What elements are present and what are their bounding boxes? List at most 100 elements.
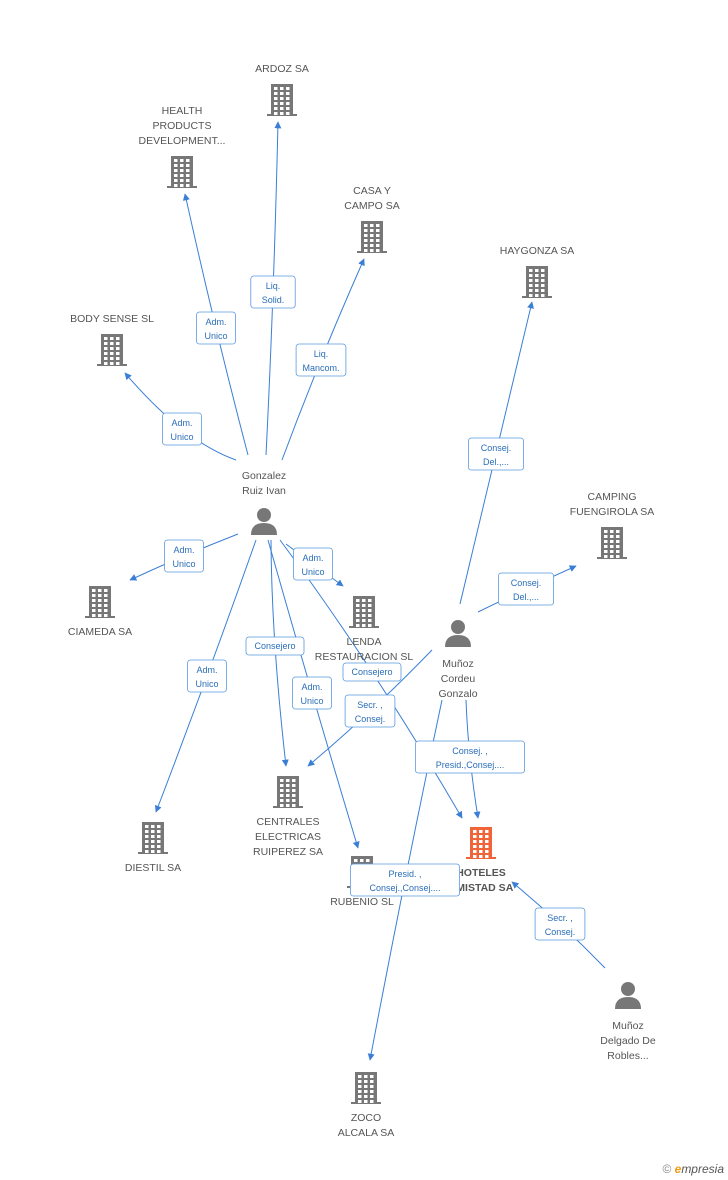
edge-label-text: Consejero xyxy=(351,667,392,677)
edge-label-text: Unico xyxy=(170,432,193,442)
edge-label-gonzalez-to-centrales[interactable]: Consejero xyxy=(245,636,305,656)
edge-label-text: Consej.,Consej.... xyxy=(369,883,440,893)
node-label: Gonzalo xyxy=(438,688,477,700)
building-icon xyxy=(466,827,496,859)
edge-label-box xyxy=(497,572,554,606)
edge-label-box xyxy=(293,547,333,581)
edge-label-text: Secr. , xyxy=(357,700,383,710)
node-zoco[interactable]: ZOCO ALCALA SA xyxy=(338,1072,395,1139)
edge-label-box xyxy=(467,437,524,471)
node-body[interactable]: BODY SENSE SL xyxy=(70,313,154,366)
node-label: LENDA xyxy=(346,636,381,648)
brand-name: mpresia xyxy=(681,1162,724,1176)
node-label: AMISTAD SA xyxy=(449,882,514,894)
node-label: Muñoz xyxy=(442,658,474,670)
edge-label-text: Consej. xyxy=(355,714,386,724)
edge-label-text: Secr. , xyxy=(547,913,573,923)
building-icon xyxy=(138,822,168,854)
building-icon xyxy=(357,221,387,253)
node-ardoz[interactable]: ARDOZ SA xyxy=(255,63,309,116)
edge-label-box xyxy=(196,311,236,345)
node-label: ALCALA SA xyxy=(338,1127,395,1139)
edge-label-text: Consej. xyxy=(545,927,576,937)
edge-label-gonzalez-to-hoteles[interactable]: Consejero xyxy=(342,662,402,682)
building-icon xyxy=(267,84,297,116)
edge-label-box xyxy=(295,343,347,377)
edge-label-text: Unico xyxy=(172,559,195,569)
edge-label-box xyxy=(414,740,525,774)
edge-label-munoz_delgado-to-hoteles[interactable]: Secr. , Consej. xyxy=(534,907,586,941)
edge-label-text: Unico xyxy=(204,331,227,341)
person-icon xyxy=(445,620,471,647)
node-centrales[interactable]: CENTRALES ELECTRICAS RUIPEREZ SA xyxy=(253,776,323,858)
node-label: Gonzalez xyxy=(242,470,286,482)
edge-label-text: Presid. , xyxy=(388,869,421,879)
edge-label-gonzalez-to-diestil[interactable]: Adm. Unico xyxy=(187,659,227,693)
node-label: CIAMEDA SA xyxy=(68,626,132,638)
person-icon xyxy=(251,508,277,535)
building-icon xyxy=(97,334,127,366)
node-label: Ruiz Ivan xyxy=(242,485,286,497)
edge-label-text: Adm. xyxy=(301,682,322,692)
edge-label-gonzalez-to-health[interactable]: Adm.Unico xyxy=(196,311,236,345)
edge-label-text: Adm. xyxy=(171,418,192,428)
edge-label-text: Unico xyxy=(301,567,324,577)
node-label: HAYGONZA SA xyxy=(500,245,575,257)
node-diestil[interactable]: DIESTIL SA xyxy=(125,822,181,874)
edge-label-munoz_cordeu-to-centrales[interactable]: Secr. , Consej. xyxy=(344,694,396,728)
building-icon xyxy=(349,596,379,628)
edge-label-gonzalez-to-lenda[interactable]: Adm.Unico xyxy=(293,547,333,581)
edge-label-munoz_cordeu-to-haygonza[interactable]: Consej.Del.,... xyxy=(467,437,524,471)
node-label: ZOCO xyxy=(351,1112,381,1124)
node-ciameda[interactable]: CIAMEDA SA xyxy=(68,586,132,638)
node-label: CAMPO SA xyxy=(344,200,399,212)
node-label: PRODUCTS xyxy=(153,120,212,132)
footer-brand[interactable]: © empresia xyxy=(662,1162,724,1176)
edge-label-text: Liq. xyxy=(314,349,329,359)
edge-label-text: Consej. xyxy=(511,578,542,588)
node-label: DEVELOPMENT... xyxy=(139,135,226,147)
node-label: FUENGIROLA SA xyxy=(570,506,655,518)
edge-label-gonzalez-to-body[interactable]: Adm. Unico xyxy=(162,412,202,446)
node-label: CENTRALES xyxy=(256,816,319,828)
edge-label-text: Consej. , xyxy=(452,746,488,756)
edge-label-box xyxy=(349,863,460,897)
edge-label-gonzalez-to-ciameda[interactable]: Adm. Unico xyxy=(164,539,204,573)
node-casa[interactable]: CASA Y CAMPO SA xyxy=(344,185,400,253)
edge-label-text: Mancom. xyxy=(302,363,339,373)
node-haygonza[interactable]: HAYGONZA SA xyxy=(500,245,575,298)
edge-label-gonzalez-to-rubenio[interactable]: Adm.Unico xyxy=(292,676,332,710)
building-icon xyxy=(273,776,303,808)
node-label: RUIPEREZ SA xyxy=(253,846,323,858)
edge-label-text: Unico xyxy=(195,679,218,689)
node-label: Delgado De xyxy=(600,1035,656,1047)
edge-label-text: Adm. xyxy=(196,665,217,675)
node-label: HEALTH xyxy=(162,105,203,117)
node-health[interactable]: HEALTH PRODUCTS DEVELOPMENT... xyxy=(139,105,226,188)
node-label: ARDOZ SA xyxy=(255,63,309,75)
edge-label-text: Solid. xyxy=(262,295,285,305)
node-label: Cordeu xyxy=(441,673,476,685)
edge-label-text: Adm. xyxy=(173,545,194,555)
nodes-layer: ARDOZ SA HEALTH PRODUCTS DEVELOPMENT... CASA… xyxy=(68,63,656,1139)
edge-label-box xyxy=(342,662,402,682)
node-label: Muñoz xyxy=(612,1020,644,1032)
edge-label-munoz_cordeu-to-zoco[interactable]: Presid. , Consej.,Consej.... xyxy=(349,863,460,897)
edge-label-box xyxy=(250,275,296,309)
edge-label-text: Consejero xyxy=(254,641,295,651)
edge-label-munoz_cordeu-to-hoteles[interactable]: Consej. ,Presid.,Consej.... xyxy=(414,740,525,774)
edge-label-gonzalez-to-casa[interactable]: Liq. Mancom. xyxy=(295,343,347,377)
node-label: ELECTRICAS xyxy=(255,831,321,843)
edge-label-munoz_cordeu-to-camping[interactable]: Consej.Del.,... xyxy=(497,572,554,606)
edge-label-gonzalez-to-ardoz[interactable]: Liq.Solid. xyxy=(250,275,296,309)
building-icon xyxy=(85,586,115,618)
building-icon xyxy=(351,1072,381,1104)
node-label: CASA Y xyxy=(353,185,391,197)
